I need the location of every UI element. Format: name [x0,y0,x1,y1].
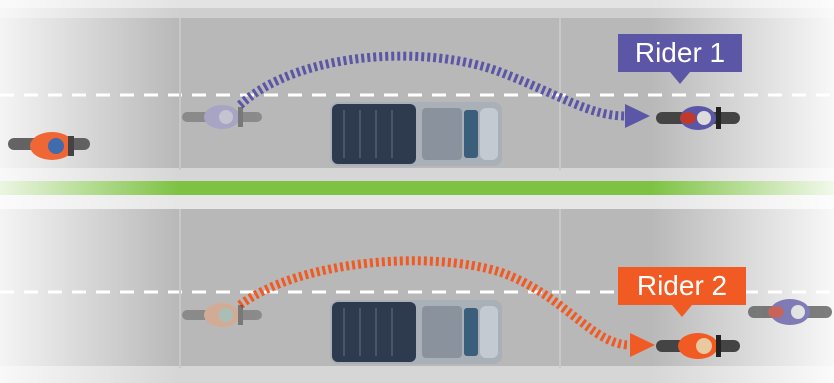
rider-1-label-pointer [670,72,690,84]
pickup-truck-top [330,102,502,166]
rider-1-label: Rider 1 [618,34,742,72]
rider-1-label-text: Rider 1 [635,37,725,68]
rider-2-label: Rider 2 [618,267,746,305]
pickup-truck-bottom [330,300,502,364]
rider-2-label-text: Rider 2 [637,270,727,301]
rider-2-label-pointer [672,305,692,317]
